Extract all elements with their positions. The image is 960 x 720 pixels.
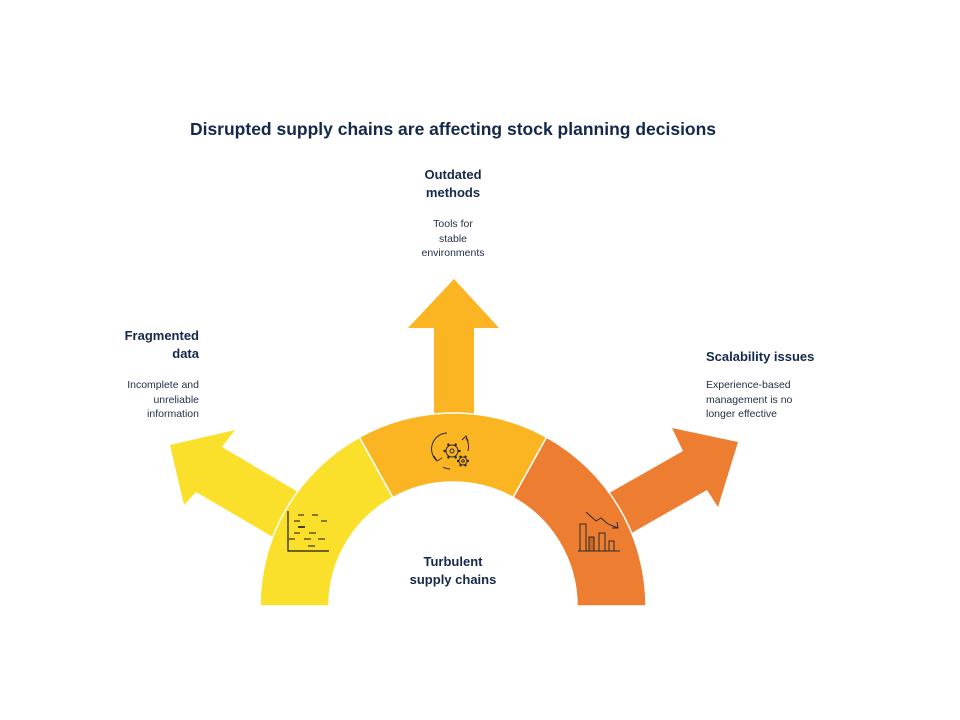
desc-line: unreliable bbox=[153, 393, 199, 406]
diagram-title: Disrupted supply chains are affecting st… bbox=[189, 119, 717, 139]
desc-line: stable bbox=[438, 232, 468, 245]
branch-arrow-outdated-methods bbox=[408, 279, 499, 420]
gear-tooth bbox=[446, 455, 450, 459]
desc-line: Tools for bbox=[433, 218, 473, 230]
gear-tooth bbox=[454, 455, 458, 459]
gear-tooth bbox=[459, 455, 462, 459]
desc-line: Experience-based bbox=[706, 379, 791, 391]
branch-arrow-scalability-issues bbox=[604, 428, 738, 535]
center-label: Turbulent supply chains bbox=[378, 553, 528, 589]
desc-line: environments bbox=[421, 247, 485, 259]
branch-title-outdated-methods: Outdated methods bbox=[380, 166, 526, 202]
branch-desc-scalability-issues: Experience-based management is no longer… bbox=[706, 378, 866, 422]
branch-desc-outdated-methods: Tools for stable environments bbox=[380, 217, 526, 261]
branch-desc-fragmented-data: Incomplete and unreliable information bbox=[60, 378, 199, 422]
desc-line: information bbox=[147, 408, 199, 420]
branch-title-scalability-issues: Scalability issues bbox=[706, 348, 866, 366]
title-line: methods bbox=[425, 185, 481, 200]
title-line: Fragmented bbox=[124, 328, 199, 343]
arc-segment-outdated-methods bbox=[358, 412, 548, 499]
declining-bar-chart-icon bbox=[578, 511, 620, 552]
title-line: Scalability issues bbox=[706, 349, 815, 364]
desc-line: management is no bbox=[706, 393, 793, 406]
gear-tooth bbox=[464, 455, 467, 459]
title-line: data bbox=[172, 346, 199, 361]
baseline-mask bbox=[0, 606, 960, 720]
gear-tooth bbox=[454, 443, 458, 447]
gear-tooth bbox=[446, 443, 450, 447]
desc-line: Incomplete and bbox=[127, 379, 199, 391]
center-label-line: Turbulent bbox=[423, 554, 483, 569]
desc-line: longer effective bbox=[706, 408, 778, 420]
gear-tooth bbox=[464, 463, 467, 467]
title-line: Outdated bbox=[424, 167, 482, 182]
arc-ring bbox=[0, 412, 960, 720]
branch-title-fragmented-data: Fragmented data bbox=[60, 327, 199, 363]
arc-segment-scalability-issues bbox=[512, 436, 647, 607]
branch-arrow-fragmented-data bbox=[170, 430, 303, 540]
center-label-line: supply chains bbox=[409, 572, 497, 587]
data-scatter-icon bbox=[287, 511, 329, 552]
gears-cycle-icon bbox=[431, 432, 470, 470]
gear-tooth bbox=[459, 463, 462, 467]
